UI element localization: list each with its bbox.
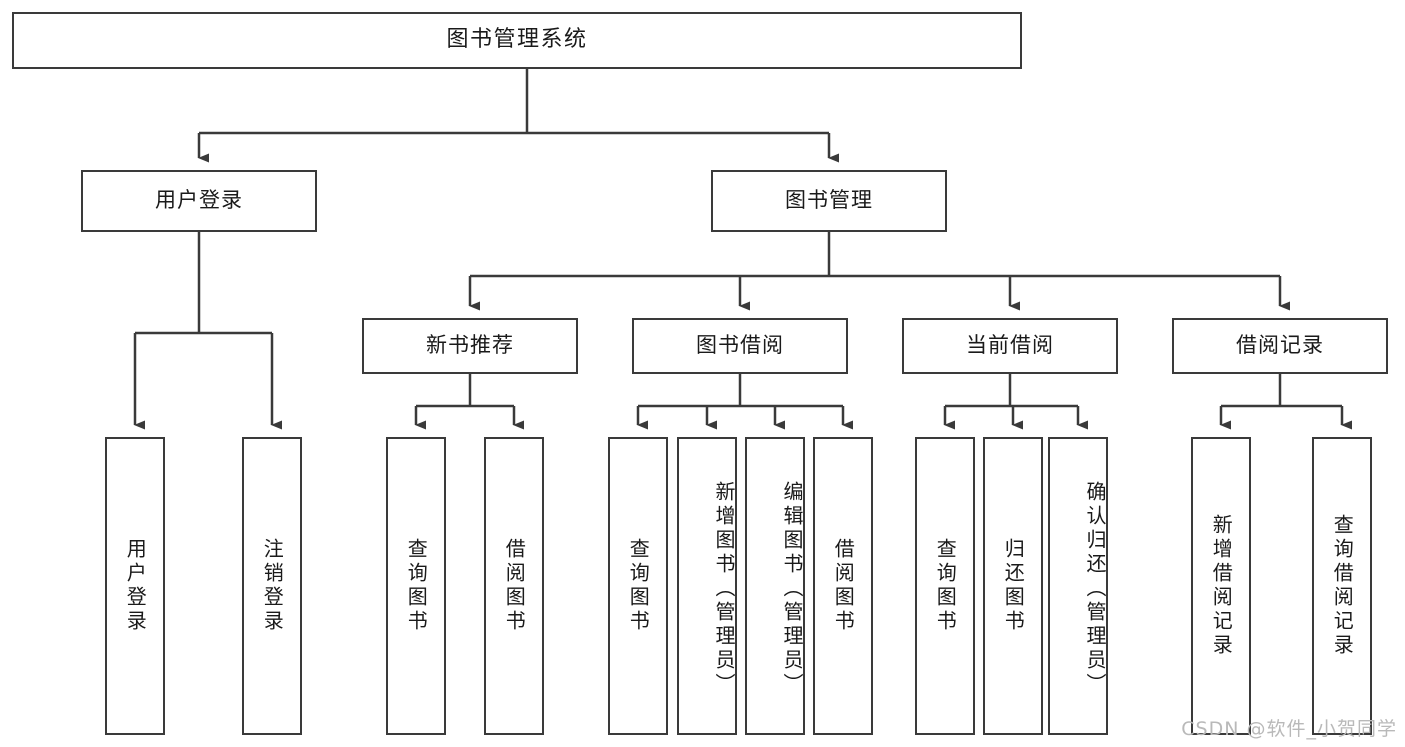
node-book-management[interactable]: 图书管理	[711, 170, 947, 232]
node-current-borrow[interactable]: 当前借阅	[902, 318, 1118, 374]
leaf-borrow-book-recommend[interactable]: 借阅图书	[484, 437, 544, 735]
leaf-user-login[interactable]: 用户登录	[105, 437, 165, 735]
leaf-query-book-borrow[interactable]: 查询图书	[608, 437, 668, 735]
watermark-text: CSDN @软件_小贺同学	[1181, 718, 1397, 740]
node-new-book-recommend[interactable]: 新书推荐	[362, 318, 578, 374]
leaf-confirm-return-admin[interactable]: 确认归还（管理员）	[1048, 437, 1108, 735]
leaf-return-book[interactable]: 归还图书	[983, 437, 1043, 735]
leaf-add-borrow-record[interactable]: 新增借阅记录	[1191, 437, 1251, 735]
leaf-query-borrow-record[interactable]: 查询借阅记录	[1312, 437, 1372, 735]
node-book-borrow[interactable]: 图书借阅	[632, 318, 848, 374]
leaf-query-book-current[interactable]: 查询图书	[915, 437, 975, 735]
leaf-add-book-admin[interactable]: 新增图书（管理员）	[677, 437, 737, 735]
leaf-edit-book-admin[interactable]: 编辑图书（管理员）	[745, 437, 805, 735]
node-borrow-record[interactable]: 借阅记录	[1172, 318, 1388, 374]
leaf-logout-login[interactable]: 注销登录	[242, 437, 302, 735]
node-root[interactable]: 图书管理系统	[12, 12, 1022, 69]
leaf-borrow-book[interactable]: 借阅图书	[813, 437, 873, 735]
node-user-login[interactable]: 用户登录	[81, 170, 317, 232]
leaf-query-book-recommend[interactable]: 查询图书	[386, 437, 446, 735]
